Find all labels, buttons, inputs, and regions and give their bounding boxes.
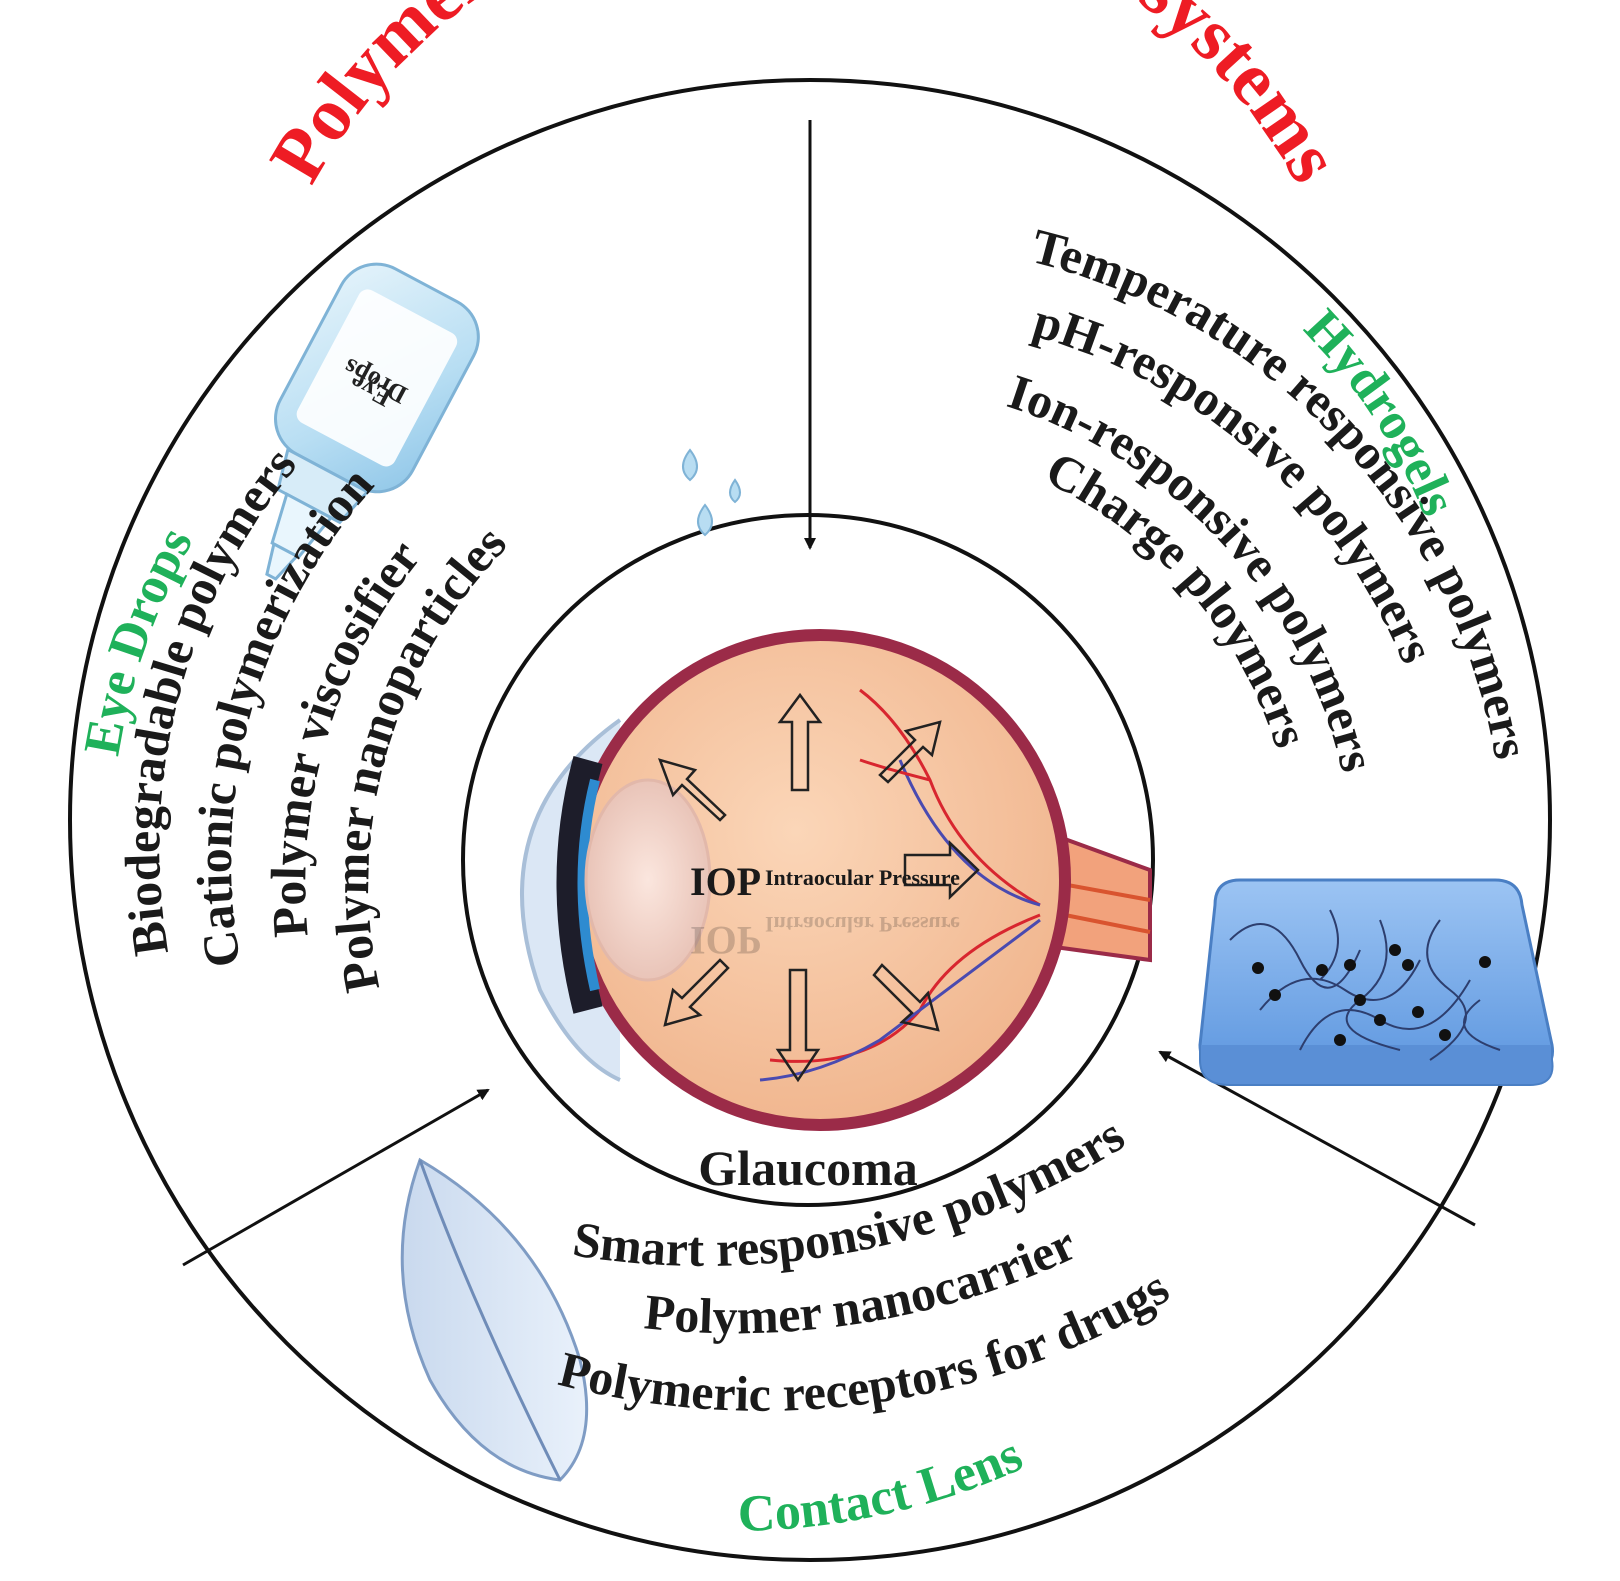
hydrogel-network-icon (1198, 878, 1555, 1086)
inner-circle (461, 513, 1155, 1207)
contact-lens-heading-path: Contact Lens (737, 1426, 1030, 1543)
glaucoma-label: Glaucoma (698, 1140, 917, 1196)
iop-full-reflection: Intraocular Pressure (765, 912, 960, 937)
contact-lens-heading: Contact Lens (737, 1426, 1030, 1543)
iop-full: Intraocular Pressure (765, 865, 960, 890)
contact-lens-icon (400, 1157, 589, 1482)
drop-droplets (682, 448, 741, 537)
arrow-left (182, 1088, 490, 1267)
diagram-title: Polymer-based drug delivery systems (254, 0, 1357, 195)
iop-abbr: IOP (690, 859, 761, 904)
eye-drop-bottle: Eye Drops (265, 262, 480, 581)
outer-circle (68, 78, 1552, 1562)
iop-abbr-reflection: IOP (690, 918, 761, 963)
eye-illustration: IOP Intraocular Pressure IOP Intraocular… (520, 629, 1152, 1131)
diagram-title-path: Polymer-based drug delivery systems (254, 0, 1357, 195)
